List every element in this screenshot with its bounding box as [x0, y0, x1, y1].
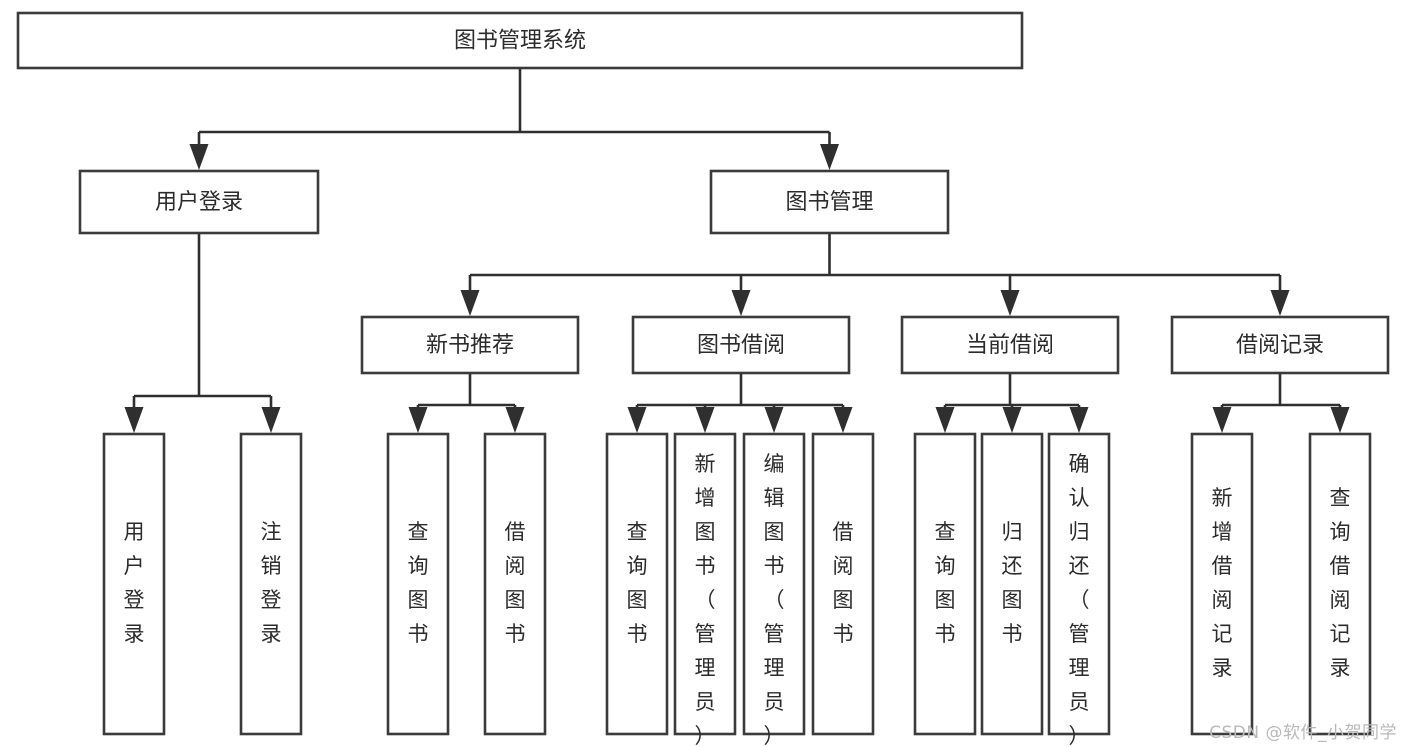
node-box-leaf-cur-query[interactable]: [913, 432, 977, 736]
node-box-leaf-bw-add[interactable]: [673, 432, 737, 736]
node-box-records[interactable]: [1170, 315, 1390, 375]
connector-newbook: [408, 373, 525, 433]
node-label-leaf-nb-borrow: 借阅图书: [505, 520, 526, 646]
node-leaf-bw-edit[interactable]: 编辑图书（管理员）: [742, 432, 806, 747]
connector-borrow: [627, 373, 853, 433]
node-label-leaf-bw-query: 查询图书: [627, 520, 648, 646]
node-box-leaf-nb-query[interactable]: [386, 432, 450, 736]
node-box-newbook[interactable]: [360, 315, 580, 375]
connector-current: [935, 373, 1089, 433]
node-label-bookmgr: 图书管理: [785, 190, 873, 215]
node-leaf-nb-query[interactable]: 查询图书: [386, 432, 450, 736]
node-label-leaf-rec-add: 新增借阅记录: [1212, 486, 1233, 680]
node-leaf-bw-lend[interactable]: 借阅图书: [811, 432, 875, 736]
node-label-borrow: 图书借阅: [697, 333, 785, 358]
node-label-leaf-rec-query: 查询借阅记录: [1330, 486, 1351, 680]
node-label-login: 用户登录: [155, 190, 243, 215]
node-box-bookmgr[interactable]: [709, 169, 950, 235]
node-bookmgr[interactable]: 图书管理: [709, 169, 950, 235]
node-borrow[interactable]: 图书借阅: [631, 315, 851, 375]
csdn-watermark: CSDN @软件_小贺同学: [1209, 723, 1397, 743]
node-box-leaf-nb-borrow[interactable]: [483, 432, 547, 736]
node-leaf-rec-query[interactable]: 查询借阅记录: [1308, 432, 1372, 736]
node-leaf-cur-query[interactable]: 查询图书: [913, 432, 977, 736]
node-box-leaf-login[interactable]: [102, 432, 166, 736]
node-box-leaf-bw-edit[interactable]: [742, 432, 806, 736]
node-label-leaf-bw-edit: 编辑图书（管理员）: [764, 452, 785, 747]
node-leaf-bw-add[interactable]: 新增图书（管理员）: [673, 432, 737, 747]
node-label-leaf-bw-lend: 借阅图书: [833, 520, 854, 646]
node-current[interactable]: 当前借阅: [900, 315, 1120, 375]
connector-layer: [124, 68, 1350, 433]
node-root[interactable]: 图书管理系统: [16, 11, 1024, 70]
node-leaf-cur-conf[interactable]: 确认归还（管理员）: [1047, 432, 1111, 747]
node-label-root: 图书管理系统: [454, 29, 586, 54]
node-label-leaf-cur-query: 查询图书: [935, 520, 956, 646]
node-box-leaf-bw-lend[interactable]: [811, 432, 875, 736]
node-label-leaf-bw-add: 新增图书（管理员）: [695, 452, 716, 747]
node-leaf-cur-ret[interactable]: 归还图书: [980, 432, 1044, 736]
node-leaf-bw-query[interactable]: 查询图书: [605, 432, 669, 736]
node-box-leaf-cur-ret[interactable]: [980, 432, 1044, 736]
node-box-leaf-rec-add[interactable]: [1190, 432, 1254, 736]
node-leaf-logout[interactable]: 注销登录: [239, 432, 303, 736]
node-leaf-login[interactable]: 用户登录: [102, 432, 166, 736]
node-box-leaf-cur-conf[interactable]: [1047, 432, 1111, 736]
node-newbook[interactable]: 新书推荐: [360, 315, 580, 375]
node-box-leaf-bw-query[interactable]: [605, 432, 669, 736]
connector-root: [189, 68, 839, 170]
node-label-current: 当前借阅: [966, 333, 1054, 358]
connector-login: [124, 233, 281, 433]
connector-bookmgr: [460, 233, 1290, 316]
node-box-leaf-logout[interactable]: [239, 432, 303, 736]
node-login[interactable]: 用户登录: [78, 169, 320, 235]
node-label-leaf-logout: 注销登录: [261, 520, 282, 646]
node-layer: 图书管理系统用户登录图书管理新书推荐图书借阅当前借阅借阅记录用户登录注销登录查询…: [16, 11, 1390, 747]
node-leaf-nb-borrow[interactable]: 借阅图书: [483, 432, 547, 736]
node-box-current[interactable]: [900, 315, 1120, 375]
node-box-login[interactable]: [78, 169, 320, 235]
node-records[interactable]: 借阅记录: [1170, 315, 1390, 375]
node-box-root[interactable]: [16, 11, 1024, 70]
node-label-records: 借阅记录: [1236, 333, 1324, 358]
node-label-leaf-nb-query: 查询图书: [408, 520, 429, 646]
node-label-leaf-cur-ret: 归还图书: [1002, 520, 1023, 646]
node-box-borrow[interactable]: [631, 315, 851, 375]
node-label-leaf-login: 用户登录: [124, 520, 145, 646]
node-label-newbook: 新书推荐: [426, 333, 514, 358]
node-leaf-rec-add[interactable]: 新增借阅记录: [1190, 432, 1254, 736]
node-box-leaf-rec-query[interactable]: [1308, 432, 1372, 736]
node-label-leaf-cur-conf: 确认归还（管理员）: [1069, 452, 1090, 747]
connector-records: [1212, 373, 1350, 433]
